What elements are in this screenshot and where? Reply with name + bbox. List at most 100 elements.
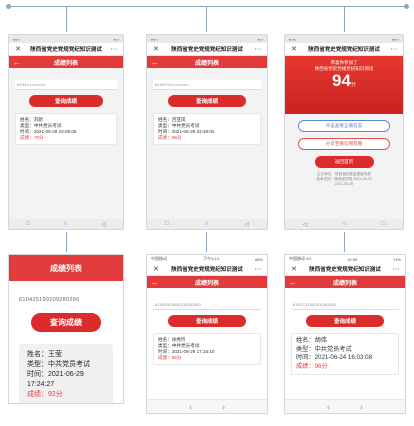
connector-drop-2 xyxy=(206,6,207,32)
back-triangle-icon[interactable]: ◁ xyxy=(302,221,308,228)
score-label: 成绩 xyxy=(20,135,30,140)
home-icon[interactable]: ○ xyxy=(342,221,347,227)
screenshot-panel-5: 中国移动 下午4:14 88% ✕ 陕西省党史党规党纪知识测试 ⋯ ← 成绩列表… xyxy=(146,254,268,414)
android-nav-bar: ◁ ○ □ xyxy=(285,219,403,229)
browser-back-icon[interactable]: ‹ xyxy=(189,401,192,412)
query-score-button[interactable]: 查询成绩 xyxy=(168,315,246,327)
back-arrow-icon[interactable]: ← xyxy=(13,57,21,67)
window-title: 陕西省党史党规党纪知识测试 xyxy=(30,47,102,53)
score-banner: 恭喜你参加了 陕西省党史党规党纪知识测试 94分 xyxy=(285,56,403,114)
status-bar: 中国移动 4G 16:09 74% xyxy=(285,255,405,263)
browser-forward-icon[interactable]: › xyxy=(222,401,225,412)
name-label: 姓名 xyxy=(158,337,168,342)
battery-text: 74% xyxy=(392,256,401,262)
date-note: 2021.06.29 xyxy=(335,182,353,186)
more-icon[interactable]: ⋯ xyxy=(392,266,400,273)
home-icon[interactable]: ○ xyxy=(204,221,209,227)
name-label: 姓名 xyxy=(296,337,309,344)
back-home-button[interactable]: 返回首页 xyxy=(314,156,374,168)
support-note: 技术支持：陕西经济网 2021-06-29 xyxy=(316,177,372,181)
share-moments-button[interactable]: 分享至微信朋友圈 xyxy=(297,138,391,150)
screenshot-panel-4: 成绩列表 610425199209280266 查询成绩 姓名：王莹 类型：中共… xyxy=(8,254,124,404)
score-value: 86分 xyxy=(171,355,182,360)
browser-forward-icon[interactable]: › xyxy=(360,401,363,412)
name-value: 徐秀玲 xyxy=(171,337,186,342)
connector-dot-left xyxy=(6,4,11,9)
result-card: 姓名：刘新 类型：中共党员考试 时间：2021-06-29 23:06:06 成… xyxy=(15,113,117,145)
status-bar: ▪▪▪ ▪▪▪ ▪ xyxy=(147,35,267,43)
close-icon[interactable]: ✕ xyxy=(291,266,297,273)
title-bar: ✕ 陕西省党史党规党纪知识测试 ⋯ xyxy=(285,43,403,56)
window-title: 陕西省党史党规党纪知识测试 xyxy=(171,267,243,273)
type-value: 中共党员考试 xyxy=(171,343,200,348)
clock-text: 下午4:14 xyxy=(203,256,219,261)
recent-apps-icon[interactable]: □ xyxy=(381,221,386,227)
back-triangle-icon[interactable]: ◁ xyxy=(101,221,106,228)
window-title: 陕西省党史党规党纪知识测试 xyxy=(308,47,380,53)
back-triangle-icon[interactable]: ◁ xyxy=(244,221,249,228)
result-card: 姓名：王莹 类型：中共党员考试 时间：2021-06-29 17:24:27 成… xyxy=(19,344,113,403)
connector-drop-3 xyxy=(344,6,345,32)
status-bar: 中国移动 下午4:14 88% xyxy=(147,255,267,263)
query-score-button[interactable]: 查询成绩 xyxy=(30,313,102,332)
organizer-note: 主办单位：陕西省纪委监委宣传部 xyxy=(317,172,371,176)
score-label: 成绩 xyxy=(27,391,41,398)
close-icon[interactable]: ✕ xyxy=(153,266,159,273)
close-icon[interactable]: ✕ xyxy=(153,46,159,53)
query-score-button[interactable]: 查询成绩 xyxy=(306,315,384,327)
more-icon[interactable]: ⋯ xyxy=(254,266,262,273)
title-bar: ✕ 陕西省党史党规党纪知识测试 ⋯ xyxy=(9,43,123,56)
id-number-input[interactable]: 610427•••••••••••• xyxy=(153,80,261,90)
banner-line-2: 陕西省党史党规党纪知识测试 xyxy=(314,66,374,71)
status-bar: ▪▪ ▪▪▪▪▪ ▪ xyxy=(285,35,403,43)
battery-text: 88% xyxy=(254,256,263,262)
type-label: 类型 xyxy=(27,361,41,368)
page-title: 成绩列表 xyxy=(194,60,219,67)
id-number-input[interactable]: 6104251980215020093 xyxy=(153,300,261,310)
more-icon[interactable]: ⋯ xyxy=(390,46,398,53)
more-icon[interactable]: ⋯ xyxy=(254,46,262,53)
query-score-button[interactable]: 查询成绩 xyxy=(29,95,103,107)
type-label: 类型 xyxy=(296,345,309,353)
recent-apps-icon[interactable]: □ xyxy=(26,221,30,227)
back-arrow-icon[interactable]: ← xyxy=(151,277,159,287)
android-nav-bar: □ ○ ◁ xyxy=(147,219,267,229)
type-value: 中共党员考试 xyxy=(314,345,352,353)
time-label: 时间 xyxy=(20,129,30,134)
page-title: 成绩列表 xyxy=(9,255,123,281)
query-score-button[interactable]: 查询成绩 xyxy=(168,95,246,107)
score-value: 92分 xyxy=(48,391,63,398)
name-value: 吕亚凤 xyxy=(171,117,186,122)
time-value: 2021-06-29 17:24:27 xyxy=(27,371,84,388)
id-number-input[interactable]: 6104•••••••••••• xyxy=(15,80,117,90)
time-label: 时间 xyxy=(27,371,41,378)
connector-drop-1 xyxy=(66,6,67,32)
red-nav-bar: ← 成绩列表 xyxy=(147,56,267,68)
result-card: 姓名：徐秀玲 类型：中共党员考试 时间：2021-06-29 17:16:10 … xyxy=(153,333,261,365)
time-value: 2021-06-24 16:03:08 xyxy=(314,354,373,361)
back-arrow-icon[interactable]: ← xyxy=(151,57,159,67)
time-value: 2021-06-29 22:49:02 xyxy=(171,129,215,134)
close-icon[interactable]: ✕ xyxy=(291,46,297,53)
score-value: 96分 xyxy=(314,362,328,370)
browser-back-icon[interactable]: ‹ xyxy=(327,401,330,412)
id-number-input[interactable]: 610425199209280266 xyxy=(19,297,80,303)
status-bar: ▪▪▪ ▪▪▪ ▪ xyxy=(9,35,123,43)
home-icon[interactable]: ○ xyxy=(63,221,68,227)
view-answers-button[interactable]: 点击查看正确答案 xyxy=(297,120,391,132)
page-title: 成绩列表 xyxy=(194,280,219,287)
more-icon[interactable]: ⋯ xyxy=(110,46,118,53)
banner-line-1: 恭喜你参加了 xyxy=(330,60,358,65)
recent-apps-icon[interactable]: □ xyxy=(165,221,169,227)
id-number-input[interactable]: 610271199201169306 xyxy=(291,300,399,310)
name-label: 姓名 xyxy=(20,117,30,122)
back-arrow-icon[interactable]: ← xyxy=(289,277,297,287)
carrier-text: 中国移动 xyxy=(151,256,167,261)
score-label: 成绩 xyxy=(158,135,168,140)
page-title: 成绩列表 xyxy=(53,60,78,67)
close-icon[interactable]: ✕ xyxy=(15,46,21,53)
result-card: 姓名：胡伟 类型：中共党员考试 时间：2021-06-24 16:03:08 成… xyxy=(291,333,399,375)
score-label: 成绩 xyxy=(296,362,309,370)
android-nav-bar: □ ○ ◁ xyxy=(9,219,123,229)
red-nav-bar: ← 成绩列表 xyxy=(9,56,123,68)
